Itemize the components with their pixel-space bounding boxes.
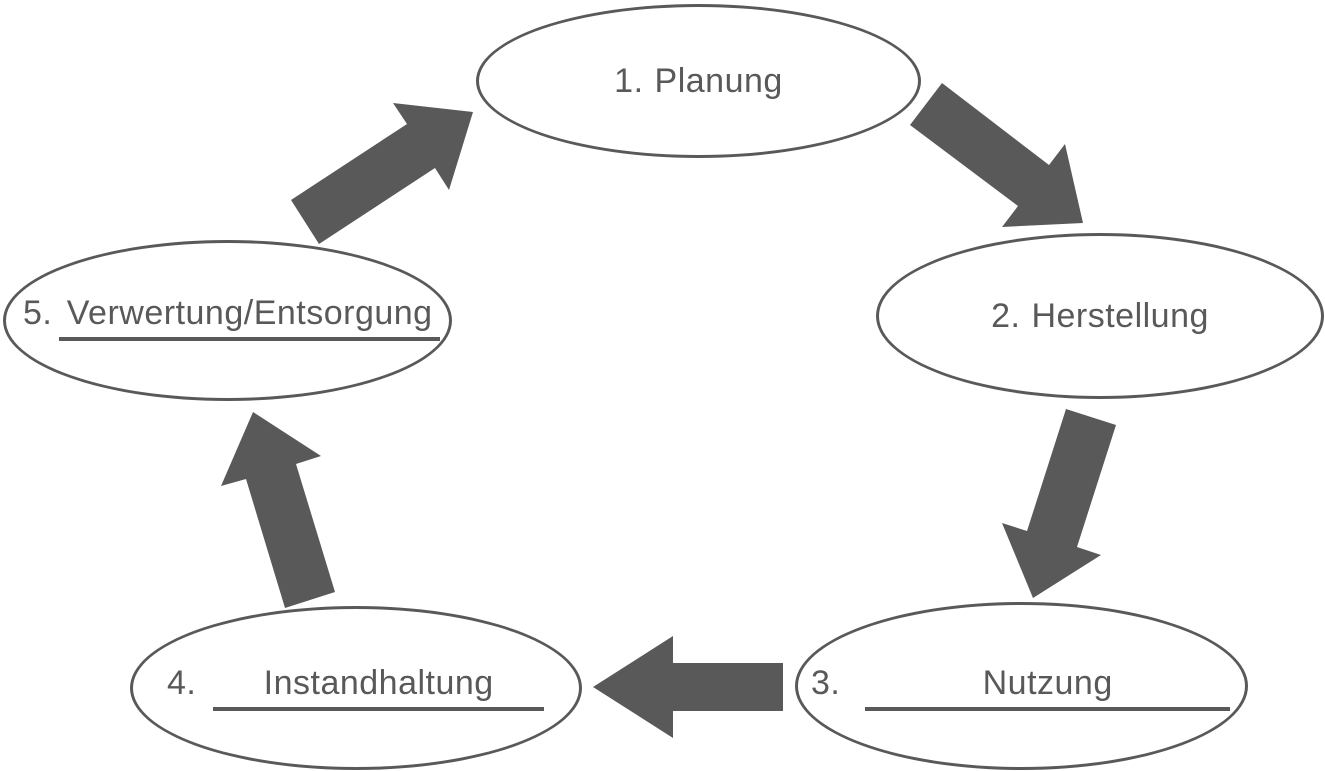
node-label: Instandhaltung	[263, 664, 494, 702]
node-verwertung-label-row: 5. Verwertung/Entsorgung	[23, 293, 440, 341]
arrow-instandhaltung-to-verwertung	[221, 412, 335, 608]
node-planung-label-row: 1. Planung	[479, 7, 918, 155]
node-label: Herstellung	[1031, 296, 1209, 335]
node-instandhaltung: 4. Instandhaltung	[130, 606, 582, 770]
answer-blank-underline: Verwertung/Entsorgung	[59, 293, 440, 341]
node-instandhaltung-label-row: 4. Instandhaltung	[167, 663, 544, 711]
arrow-verwertung-to-planung	[291, 103, 473, 244]
arrow-nutzung-to-instandhaltung	[593, 636, 783, 738]
node-number: 4.	[167, 664, 197, 702]
node-herstellung: 2. Herstellung	[876, 233, 1324, 399]
node-label: Nutzung	[982, 664, 1113, 702]
node-number: 3.	[811, 664, 841, 702]
node-planung: 1. Planung	[476, 4, 921, 158]
answer-blank-underline: Nutzung	[865, 663, 1230, 711]
node-number: 5.	[23, 294, 53, 332]
arrow-herstellung-to-nutzung	[1002, 409, 1116, 598]
node-number: 1.	[614, 61, 644, 100]
node-label: Verwertung/Entsorgung	[66, 294, 433, 332]
node-nutzung: 3. Nutzung	[795, 602, 1248, 770]
node-nutzung-label-row: 3. Nutzung	[811, 663, 1230, 711]
node-herstellung-label-row: 2. Herstellung	[879, 236, 1321, 396]
node-number: 2.	[991, 296, 1021, 335]
node-label: Planung	[654, 61, 783, 100]
answer-blank-underline: Instandhaltung	[213, 663, 544, 711]
node-verwertung-entsorgung: 5. Verwertung/Entsorgung	[3, 240, 452, 401]
arrow-planung-to-herstellung	[910, 83, 1083, 227]
